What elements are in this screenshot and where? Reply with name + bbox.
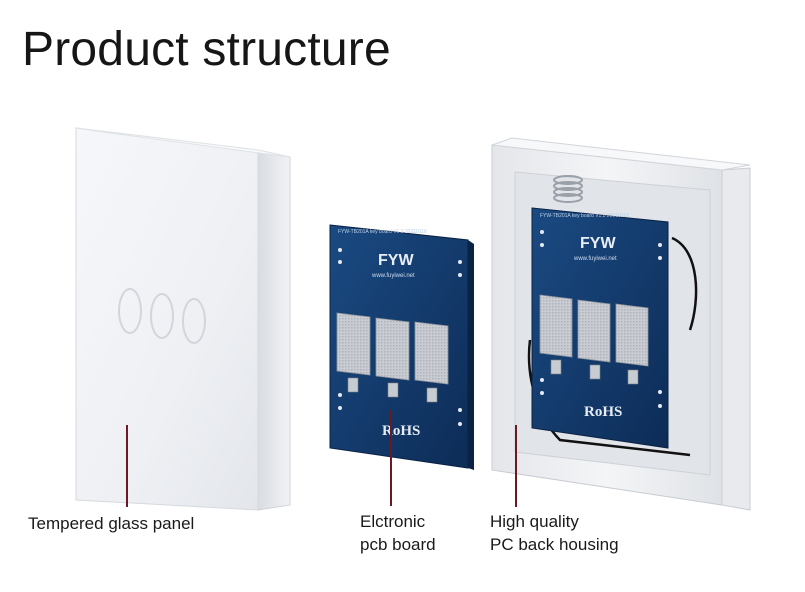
pcb-rohs-mark-housing: RoHS — [584, 404, 622, 420]
pcb-website-text: www.fuyiwei.net — [371, 273, 415, 279]
back-housing-pointer — [515, 425, 517, 507]
glass-panel-pointer — [126, 425, 128, 507]
back-housing: FYW-TB201A key board V1.0 20210116 FYW w… — [491, 137, 751, 511]
pcb-model-text-housing: FYW-TB201A key board V1.0 20210116 — [540, 213, 629, 219]
back-housing-label: High quality PC back housing — [490, 510, 619, 556]
page-title: Product structure — [22, 23, 391, 76]
pcb-board-label-line1: Elctronic — [360, 512, 426, 531]
pcb-board-label: Elctronic pcb board — [360, 510, 436, 556]
pcb-rohs-mark: RoHS — [382, 423, 420, 439]
glass-panel-label: Tempered glass panel — [28, 512, 194, 535]
glass-panel — [75, 127, 291, 511]
pcb-website-text-housing: www.fuyiwei.net — [573, 256, 617, 262]
spring-icon — [553, 175, 583, 203]
pcb-board-pointer — [390, 410, 392, 506]
pcb-brand-logo-housing: FYW — [580, 235, 616, 252]
pcb-brand-logo: FYW — [378, 252, 414, 269]
glass-panel-label-text: Tempered glass panel — [28, 514, 195, 533]
touch-button-icon — [118, 288, 206, 344]
pcb-model-text: FYW-TB201A key board V1.0 20210116 — [338, 229, 427, 235]
pcb-board-label-line2: pcb board — [360, 535, 436, 554]
back-housing-label-line2: PC back housing — [490, 535, 619, 554]
back-housing-label-line1: High quality — [490, 512, 579, 531]
pcb-board: FYW-TB201A key board V1.0 20210116 FYW w… — [329, 224, 474, 470]
